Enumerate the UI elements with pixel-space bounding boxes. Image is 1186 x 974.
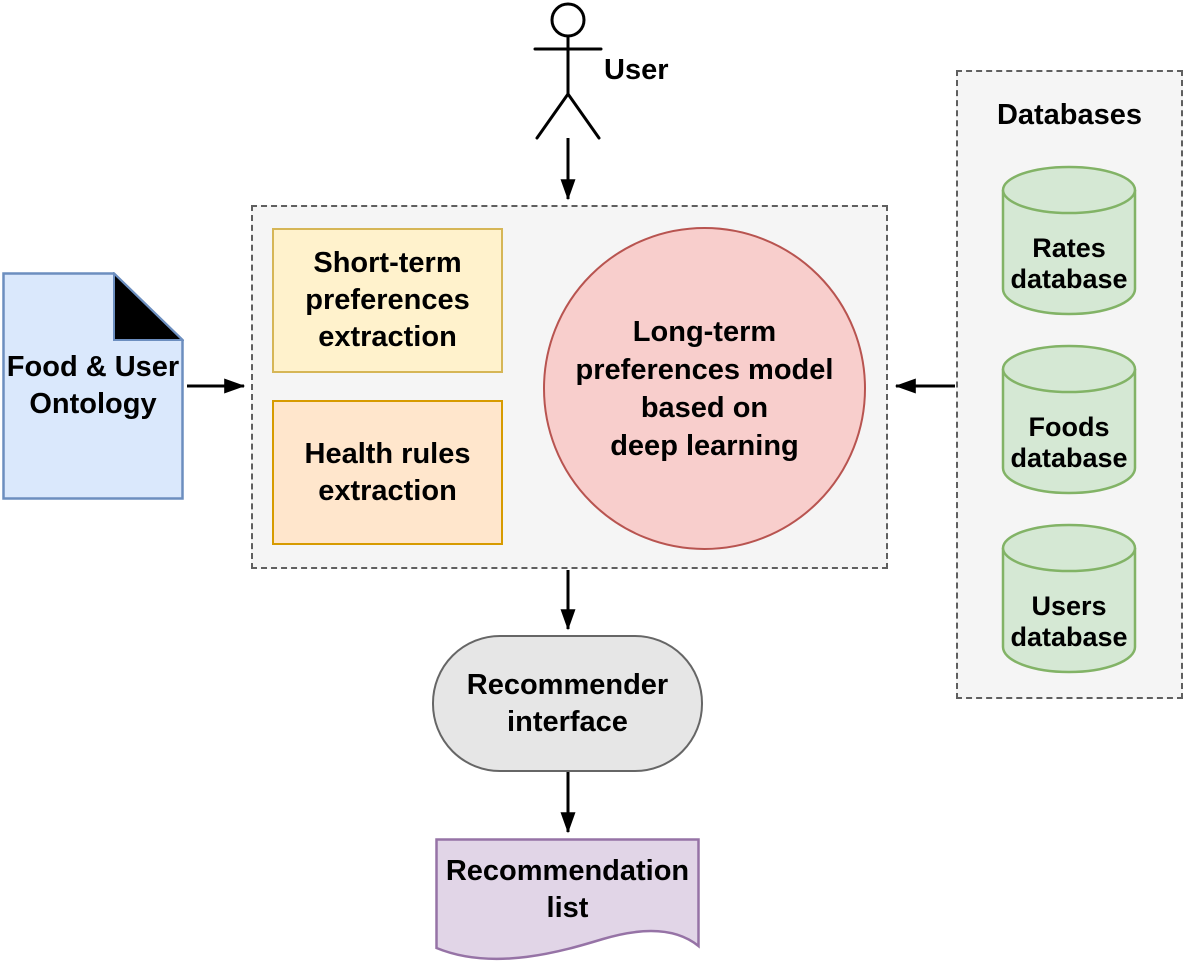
food-user-ontology-document: Food & User Ontology bbox=[2, 272, 184, 500]
short-term-preferences-label: Short-term preferences extraction bbox=[305, 247, 470, 353]
health-rules-label: Health rules extraction bbox=[304, 437, 471, 507]
rates-database-label: Rates database bbox=[1010, 233, 1128, 294]
database-cylinder-icon bbox=[1001, 165, 1137, 316]
health-rules-box: Health rules extraction bbox=[272, 400, 503, 545]
document-shape bbox=[2, 272, 184, 500]
foods-database-label: Foods database bbox=[1010, 412, 1128, 473]
long-term-model-label: Long-term preferences model based on dee… bbox=[575, 315, 834, 462]
short-term-preferences-box: Short-term preferences extraction bbox=[272, 228, 503, 373]
database-cylinder-icon bbox=[1001, 344, 1137, 495]
foods-database-cylinder: Foods database bbox=[1001, 344, 1137, 495]
database-cylinder-icon bbox=[1001, 523, 1137, 674]
wavy-document-shape bbox=[435, 838, 700, 961]
rates-database-cylinder: Rates database bbox=[1001, 165, 1137, 316]
recommendation-list-document: Recommendation list bbox=[435, 838, 700, 974]
recommender-interface-shape: Recommender interface bbox=[432, 635, 703, 772]
long-term-model-circle: Long-term preferences model based on dee… bbox=[543, 227, 866, 550]
user-label: User bbox=[604, 54, 669, 86]
databases-title: Databases bbox=[996, 99, 1143, 131]
users-database-label: Users database bbox=[1010, 591, 1128, 652]
ontology-label: Food & User Ontology bbox=[6, 351, 180, 420]
users-database-cylinder: Users database bbox=[1001, 523, 1137, 674]
folded-corner-icon bbox=[113, 272, 184, 341]
recommendation-list-label: Recommendation list bbox=[445, 855, 690, 924]
user-stick-figure-icon bbox=[533, 2, 603, 140]
recommender-interface-label: Recommender interface bbox=[466, 668, 669, 738]
